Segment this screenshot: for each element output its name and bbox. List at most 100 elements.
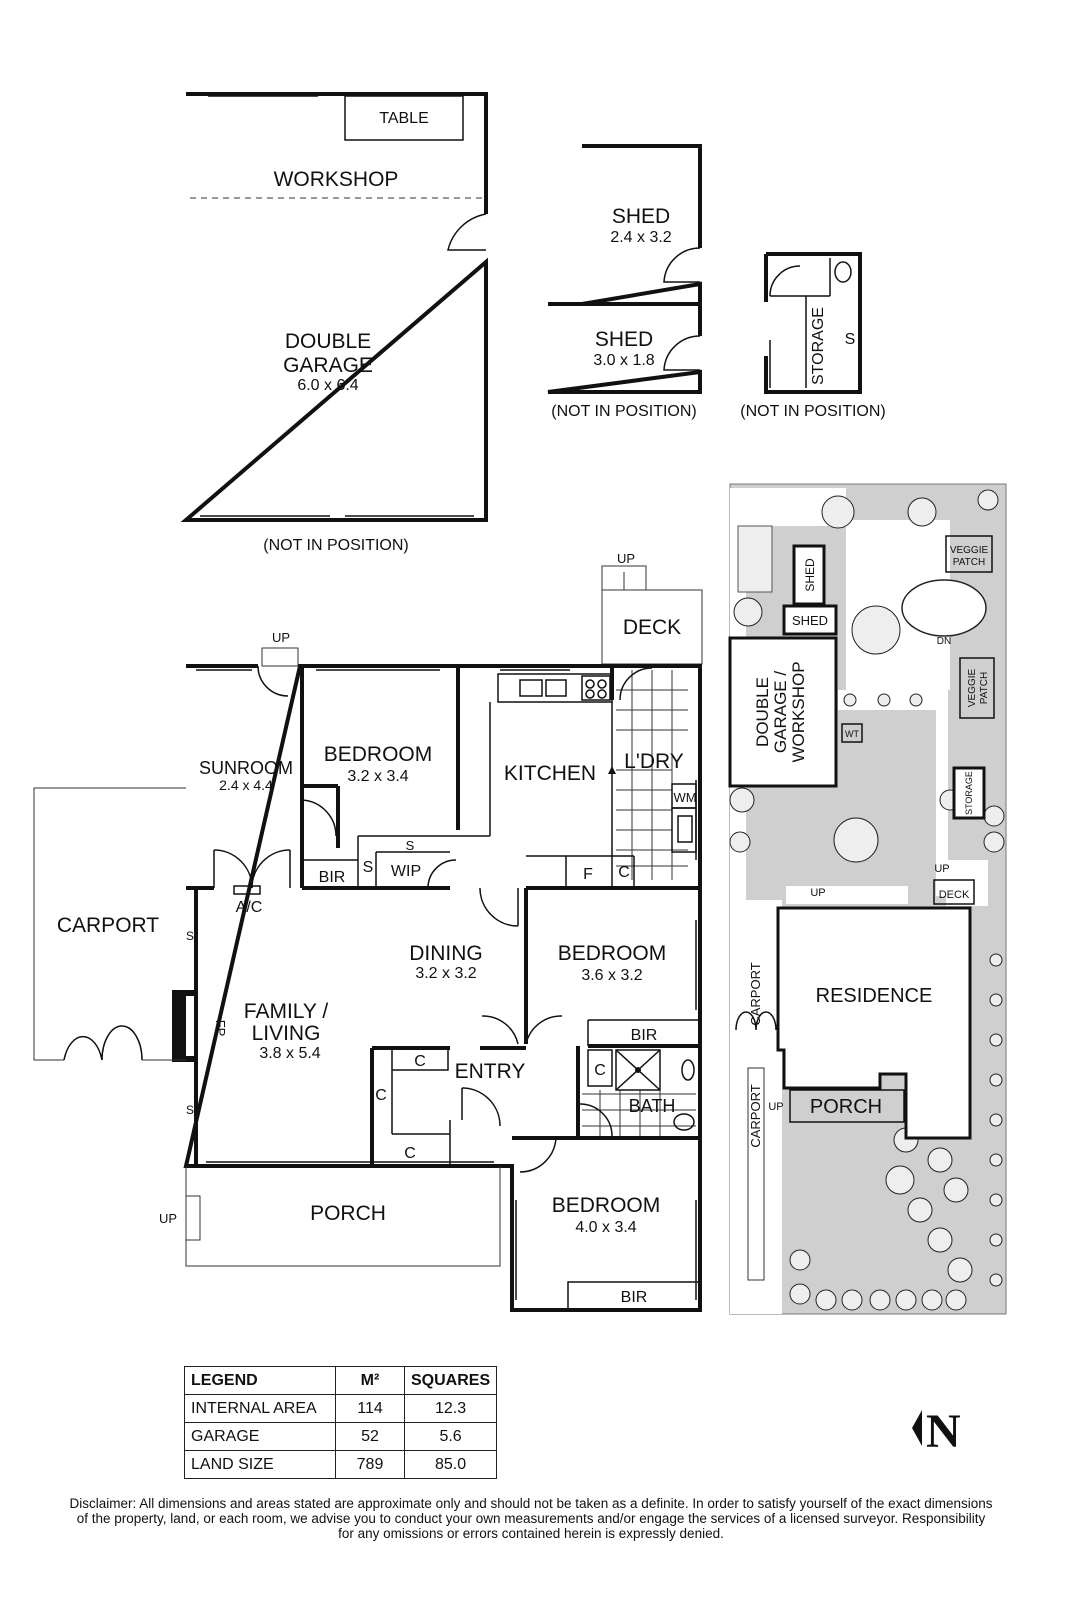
site-veggie1-label: VEGGIE — [950, 545, 989, 556]
c5-label: C — [594, 1062, 606, 1079]
legend-row-label: LAND SIZE — [184, 1450, 336, 1479]
deck-label: DECK — [623, 616, 681, 639]
bedroom2-dimensions: 3.6 x 3.2 — [581, 967, 642, 984]
site-residence-label: RESIDENCE — [816, 985, 933, 1007]
legend-header-label: LEGEND — [184, 1366, 336, 1395]
legend-row-squares: 5.6 — [403, 1422, 498, 1451]
legend-row-label: GARAGE — [184, 1422, 336, 1451]
c2-label: C — [414, 1053, 426, 1070]
s-left1-label: S — [186, 929, 194, 943]
north-arrow-icon — [912, 1410, 922, 1446]
site-double-label: DOUBLE — [753, 677, 772, 747]
disclaimer-line-1: Disclaimer: All dimensions and areas sta… — [69, 1496, 993, 1511]
porch-up-label: UP — [159, 1211, 177, 1226]
legend-row-squares: 85.0 — [403, 1450, 498, 1479]
site-storage-label: STORAGE — [964, 771, 974, 815]
ac-label: A/C — [236, 899, 263, 916]
site-shed-b-label: SHED — [792, 613, 828, 628]
s1-label: S — [363, 859, 374, 876]
s-left2-label: S — [186, 1103, 194, 1117]
legend-row: LAND SIZE 789 85.0 — [184, 1450, 498, 1479]
bedroom3-label: BEDROOM — [552, 1194, 661, 1217]
sunroom-dimensions: 2.4 x 4.4 — [219, 777, 273, 793]
site-plan: VEGGIE PATCH VEGGIE PATCH SHED SHED DN D… — [728, 483, 1007, 1315]
table-label: TABLE — [379, 110, 429, 127]
workshop-label: WORKSHOP — [274, 168, 399, 191]
site-up2-label: UP — [810, 887, 825, 899]
garage-outbuilding: TABLE WORKSHOP DOUBLE GARAGE 6.0 x 6.4 (… — [180, 92, 488, 554]
legend-header-m2: M² — [335, 1366, 405, 1395]
garage-not-in-position: (NOT IN POSITION) — [263, 537, 408, 554]
site-veggie1b-label: PATCH — [953, 557, 985, 568]
legend-row-label: INTERNAL AREA — [184, 1394, 336, 1423]
shed1-label: SHED — [612, 205, 670, 228]
double-garage-label-2: GARAGE — [283, 354, 373, 377]
legend-row-m2: 52 — [335, 1422, 405, 1451]
site-veggie2b-label: PATCH — [979, 672, 990, 704]
fp-label: FP — [213, 1020, 228, 1037]
dining-dimensions: 3.2 x 3.2 — [415, 965, 476, 982]
site-garage-workshop-label: GARAGE / — [771, 671, 790, 753]
laundry-label: L'DRY — [624, 750, 684, 773]
storage-s-label: S — [845, 331, 856, 348]
storage-not-in-position: (NOT IN POSITION) — [740, 403, 885, 420]
shed2-label: SHED — [595, 328, 653, 351]
c4-label: C — [404, 1145, 416, 1162]
shed-not-in-position: (NOT IN POSITION) — [551, 403, 696, 420]
porch-label: PORCH — [310, 1202, 386, 1225]
site-shed-a-label: SHED — [803, 558, 817, 592]
legend-row-m2: 789 — [335, 1450, 405, 1479]
bedroom1-label: BEDROOM — [324, 743, 433, 766]
site-veggie2-label: VEGGIE — [967, 669, 978, 708]
dining-label: DINING — [409, 942, 483, 965]
shed2-dimensions: 3.0 x 1.8 — [593, 352, 654, 369]
site-porch-up-label: UP — [768, 1101, 783, 1113]
s2-label: S — [406, 838, 415, 853]
storage-outbuilding: STORAGE S (NOT IN POSITION) — [740, 252, 886, 420]
kitchen-label: KITCHEN — [504, 762, 596, 785]
legend-row-squares: 12.3 — [403, 1394, 498, 1423]
disclaimer-line-3: for any omissions or errors contained he… — [338, 1526, 724, 1541]
bath-tiles — [582, 1090, 696, 1136]
north-label: N — [926, 1405, 961, 1458]
f-label: F — [583, 866, 593, 883]
laundry-tiles — [616, 670, 688, 880]
wip-label: WIP — [391, 863, 421, 880]
bir2-label: BIR — [631, 1027, 658, 1044]
site-dn-label: DN — [937, 636, 951, 647]
legend-header-row: LEGEND M² SQUARES — [184, 1366, 498, 1395]
legend-row: GARAGE 52 5.6 — [184, 1422, 498, 1451]
bath-label: BATH — [629, 1096, 676, 1116]
site-carport2-label: CARPORT — [748, 1084, 763, 1147]
legend-row-m2: 114 — [335, 1394, 405, 1423]
site-carport1-label: CARPORT — [748, 962, 763, 1025]
site-porch-label: PORCH — [810, 1096, 882, 1118]
bir1-label: BIR — [319, 869, 346, 886]
sunroom-up-label: UP — [272, 630, 290, 645]
site-workshop-label: WORKSHOP — [789, 661, 808, 762]
bedroom3-dimensions: 4.0 x 3.4 — [575, 1219, 636, 1236]
bedroom2-label: BEDROOM — [558, 942, 667, 965]
c3-label: C — [375, 1087, 387, 1104]
wm-label: WM — [673, 790, 696, 805]
carport-label: CARPORT — [57, 914, 159, 937]
c1-label: C — [618, 864, 630, 881]
legend-row: INTERNAL AREA 114 12.3 — [184, 1394, 498, 1423]
disclaimer: Disclaimer: All dimensions and areas sta… — [16, 1496, 1046, 1541]
sheds-outbuilding: SHED 2.4 x 3.2 SHED 3.0 x 1.8 (NOT IN PO… — [547, 144, 702, 420]
main-house: UP DECK UP A/C SUNROOM 2.4 x 4.4 — [33, 551, 703, 1312]
site-deck-label: DECK — [939, 889, 970, 901]
site-up1-label: UP — [934, 863, 949, 875]
storage-label: STORAGE — [810, 307, 827, 385]
deck-up-label: UP — [617, 551, 635, 566]
entry-label: ENTRY — [455, 1060, 526, 1083]
disclaimer-line-2: of the property, land, or each room, we … — [76, 1511, 986, 1526]
double-garage-label: DOUBLE — [285, 330, 371, 353]
site-wt-label: WT — [845, 729, 859, 739]
double-garage-dimensions: 6.0 x 6.4 — [297, 377, 358, 394]
family-label: FAMILY / — [244, 1000, 329, 1023]
shed1-dimensions: 2.4 x 3.2 — [610, 229, 671, 246]
living-label: LIVING — [252, 1022, 321, 1045]
family-dimensions: 3.8 x 5.4 — [259, 1045, 320, 1062]
